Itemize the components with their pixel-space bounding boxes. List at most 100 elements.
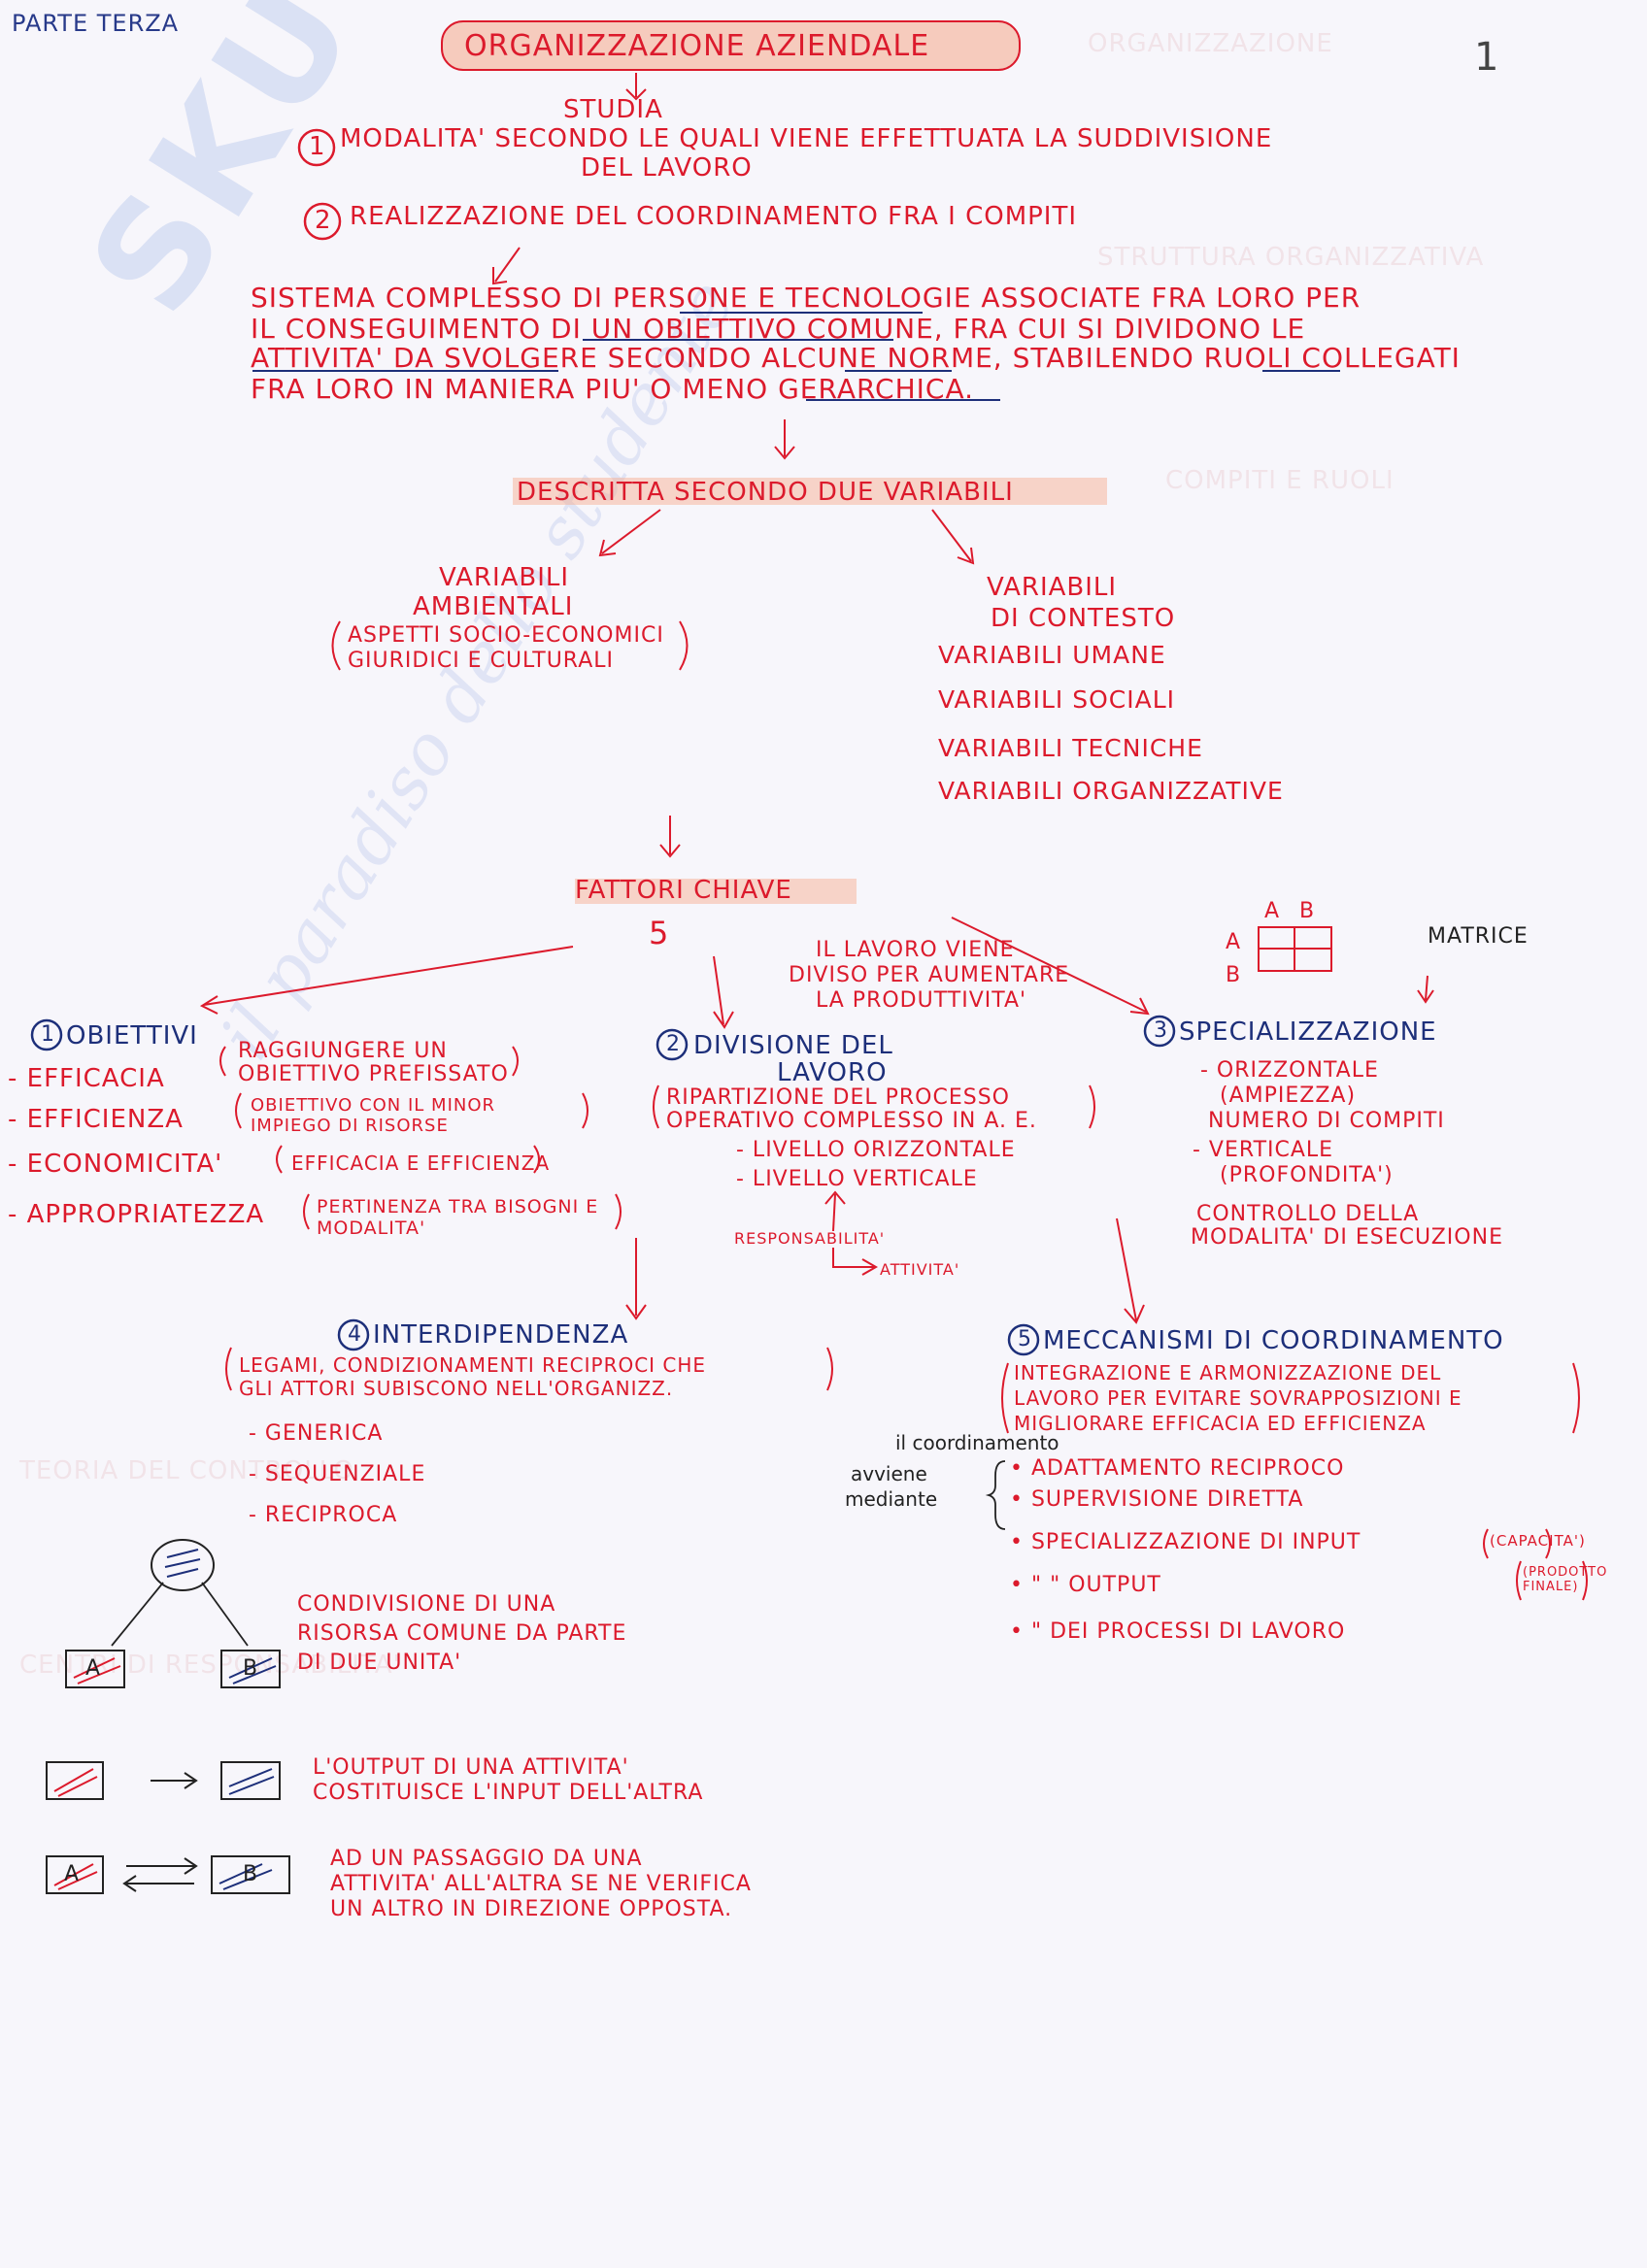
generic-desc: DI DUE UNITA' [297, 1651, 462, 1675]
unit-box-a [65, 1650, 125, 1688]
factor1-title: OBIETTIVI [66, 1021, 198, 1051]
studia-label: STUDIA [563, 95, 663, 124]
variables-heading: DESCRITTA SECONDO DUE VARIABILI [517, 478, 1014, 507]
unit-box-b [211, 1855, 290, 1894]
note-line: LA PRODUTTIVITA' [816, 988, 1027, 1013]
factor3-title: SPECIALIZZAZIONE [1179, 1017, 1437, 1047]
factor3-horizontal-note: (AMPIEZZA) [1220, 1084, 1357, 1108]
factor1-item-note: PERTINENZA TRA BISOGNI E MODALITA' [317, 1196, 599, 1239]
ghost-text: COMPITI E RUOLI [1165, 466, 1395, 495]
coordination-mechanism: • SPECIALIZZAZIONE DI INPUT [1010, 1530, 1361, 1554]
coordination-mechanism: • ADATTAMENTO RECIPROCO [1010, 1456, 1345, 1481]
arrow [151, 1772, 198, 1789]
factor3-vertical-desc: MODALITA' DI ESECUZIONE [1191, 1225, 1503, 1250]
reciprocal-desc: AD UN PASSAGGIO DA UNA [330, 1847, 643, 1871]
ctx-variable-item: VARIABILI TECNICHE [938, 734, 1203, 762]
factor-number: 2 [666, 1032, 681, 1056]
box-label: B [243, 1862, 259, 1886]
shared-resource [151, 1539, 215, 1591]
factor3-vertical-desc: CONTROLLO DELLA [1196, 1202, 1420, 1226]
factor2-desc: RIPARTIZIONE DEL PROCESSO [666, 1085, 1010, 1110]
reciprocal-desc: UN ALTRO IN DIREZIONE OPPOSTA. [330, 1897, 733, 1921]
number-circle [655, 1028, 689, 1061]
matrix-col-label: B [1299, 899, 1316, 923]
factor4-type: - SEQUENZIALE [249, 1462, 426, 1486]
factor2-resp: RESPONSABILITA' [734, 1229, 886, 1248]
arrow [126, 1857, 198, 1875]
definition-line: FRA LORO IN MANIERA PIU' O MENO GERARCHI… [251, 373, 975, 405]
factor5-title: MECCANISMI DI COORDINAMENTO [1043, 1326, 1504, 1355]
coordination-side-note: il coordinamento [895, 1431, 1059, 1454]
factor1-item: - ECONOMICITA' [8, 1150, 223, 1179]
arrow [774, 419, 795, 460]
note-line: IL LAVORO VIENE [816, 938, 1015, 962]
factor5-desc: INTEGRAZIONE E ARMONIZZAZIONE DEL [1014, 1361, 1442, 1384]
unit-box-a [46, 1761, 104, 1800]
key-factors-count: 5 [649, 915, 670, 951]
definition-line: IL CONSEGUIMENTO DI UN OBIETTIVO COMUNE,… [251, 313, 1306, 345]
factor5-desc: MIGLIORARE EFFICACIA ED EFFICIENZA [1014, 1412, 1427, 1435]
number-circle [1007, 1323, 1040, 1356]
arrow [713, 955, 734, 1029]
factor4-desc: LEGAMI, CONDIZIONAMENTI RECIPROCI CHE [239, 1353, 707, 1377]
arrow [122, 1875, 194, 1892]
generic-desc: CONDIVISIONE DI UNA [297, 1592, 556, 1617]
factor4-title: INTERDIPENDENZA [373, 1320, 629, 1350]
intro-number-2: 2 [315, 206, 332, 235]
matrix-col-label: A [1264, 899, 1281, 923]
ghost-text: TEORIA DEL CONTROLLO [19, 1456, 354, 1485]
title-outline [441, 20, 1021, 71]
factor2-activity: ATTIVITA' [880, 1260, 960, 1279]
generic-desc: RISORSA COMUNE DA PARTE [297, 1621, 627, 1646]
unit-box-b [220, 1761, 281, 1800]
reciprocal-desc: ATTIVITA' ALL'ALTRA SE NE VERIFICA [330, 1872, 752, 1896]
env-variables-desc: GIURIDICI E CULTURALI [348, 649, 614, 673]
factor3-vertical-note: (PROFONDITA') [1220, 1163, 1394, 1187]
sequential-desc: L'OUTPUT DI UNA ATTIVITA' [313, 1755, 629, 1780]
factor-number: 3 [1154, 1018, 1168, 1043]
factor-number: 5 [1018, 1327, 1032, 1351]
factor1-item: - APPROPRIATEZZA [8, 1200, 265, 1229]
arrow [1116, 1217, 1145, 1324]
coordination-mechanism: • " " OUTPUT [1010, 1573, 1161, 1597]
coordination-side-note: avviene [851, 1462, 927, 1485]
ghost-text: ORGANIZZAZIONE [1088, 29, 1333, 58]
ghost-text: STRUTTURA ORGANIZZATIVA [1097, 243, 1485, 272]
ctx-variable-item: VARIABILI ORGANIZZATIVE [938, 777, 1284, 805]
arrow [1417, 975, 1434, 1004]
ctx-variable-item: VARIABILI SOCIALI [938, 685, 1176, 714]
title-highlight [442, 21, 1020, 70]
matrix-row-label: A [1226, 930, 1242, 954]
ctx-variable-item: VARIABILI UMANE [938, 641, 1166, 669]
intro-point-1: MODALITA' SECONDO LE QUALI VIENE EFFETTU… [340, 124, 1273, 153]
factor-number: 4 [348, 1322, 362, 1347]
arrow [492, 247, 521, 285]
factor2-desc: OPERATIVO COMPLESSO IN A. E. [666, 1109, 1037, 1133]
matrix-label: MATRICE [1428, 924, 1529, 949]
unit-box-a [46, 1855, 104, 1894]
factor1-item: - EFFICIENZA [8, 1105, 184, 1134]
ctx-variables-title: VARIABILI [987, 573, 1118, 602]
factor4-desc: GLI ATTORI SUBISCONO NELL'ORGANIZZ. [239, 1377, 674, 1400]
number-circle [297, 128, 336, 167]
factor1-desc: RAGGIUNGERE UN [238, 1039, 448, 1063]
definition-line: ATTIVITA' DA SVOLGERE SECONDO ALCUNE NOR… [251, 342, 1461, 374]
env-variables-title: VARIABILI [439, 563, 570, 592]
note-line: DIVISO PER AUMENTARE [789, 963, 1070, 987]
factor3-vertical: - VERTICALE [1193, 1138, 1334, 1162]
box-label: A [64, 1862, 81, 1886]
factor5-desc: LAVORO PER EVITARE SOVRAPPOSIZIONI E [1014, 1386, 1462, 1410]
coordination-mechanism-note: (CAPACITA') [1490, 1532, 1586, 1550]
arrow [659, 816, 681, 858]
factor1-desc: OBIETTIVO PREFISSATO [238, 1062, 509, 1086]
factor2-title: LAVORO [777, 1058, 888, 1087]
number-circle [1143, 1015, 1176, 1048]
factor1-item: - EFFICACIA [8, 1064, 165, 1093]
factor1-item-note: OBIETTIVO CON IL MINOR IMPIEGO DI RISORS… [251, 1095, 496, 1136]
factor2-level: - LIVELLO VERTICALE [736, 1167, 978, 1191]
intro-number-1: 1 [309, 132, 326, 161]
factor4-type: - RECIPROCA [249, 1503, 398, 1527]
intro-point-2: REALIZZAZIONE DEL COORDINAMENTO FRA I CO… [350, 202, 1078, 231]
factor-number: 1 [41, 1022, 55, 1047]
